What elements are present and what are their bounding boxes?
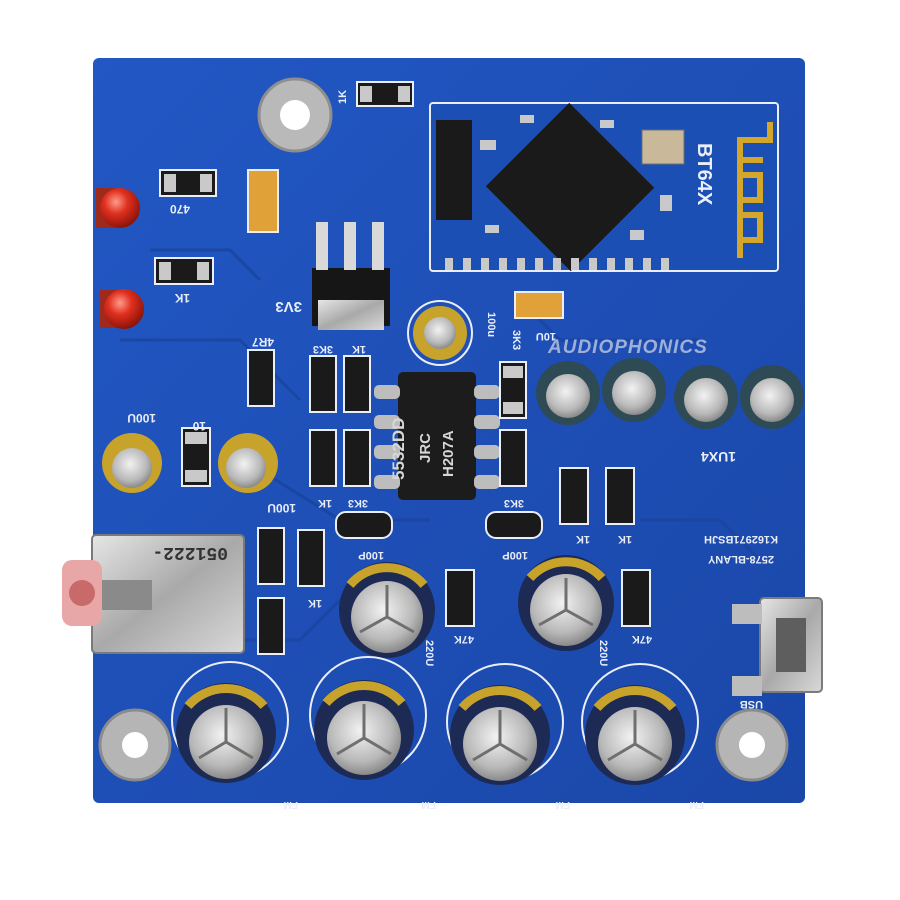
label-board-code-1: 2578-BLANY: [707, 553, 774, 565]
label-3k3-c: 3K3: [510, 330, 522, 350]
label-fm-1: FM: [284, 799, 298, 810]
brand-watermark: AUDIOPHONICS: [547, 337, 708, 358]
label-100p-a: 100P: [358, 549, 384, 561]
label-fm-3: FM: [556, 799, 570, 810]
module-label: BT64X: [693, 143, 715, 206]
voltage-regulator: [312, 222, 390, 330]
capacitor-fm-1: [171, 661, 289, 783]
wifi-antenna-trace: [737, 122, 773, 258]
label-3k3-e: 3K3: [504, 497, 524, 509]
opamp-text-2: JRC: [417, 433, 434, 463]
capacitor-green-1: [536, 361, 600, 425]
label-fm-2: FM: [422, 799, 436, 810]
capacitor-green-2: [602, 358, 666, 422]
tantalum-capacitor-left: [247, 169, 279, 233]
label-1k-d: 1K: [576, 533, 590, 545]
capacitor-100u-top: [407, 300, 473, 366]
bluetooth-module: [429, 102, 779, 272]
opamp-chip: [374, 372, 500, 500]
capacitor-fm-4: [581, 663, 699, 785]
label-1ux4: 1UX4: [701, 449, 736, 465]
label-10u: 10U: [536, 330, 556, 342]
label-100u-mid: 100U: [267, 501, 296, 515]
tantalum-capacitor-right: [514, 291, 564, 319]
capacitor-green-3: [674, 365, 738, 429]
capacitor-220u-left: [339, 562, 435, 658]
label-3k3-d: 3K3: [348, 497, 368, 509]
led-red-bottom: [100, 289, 144, 329]
mounting-hole-top: [257, 77, 333, 153]
label-47k-b: 47K: [632, 633, 652, 645]
capacitor-100u-left: [102, 433, 162, 493]
label-fm-4: FM: [690, 799, 704, 810]
capacitor-green-4: [740, 365, 804, 429]
label-1k-top: 1K: [337, 90, 349, 104]
label-47k-a: 47K: [454, 633, 474, 645]
label-10: 10: [192, 419, 206, 433]
label-1k-led: 1K: [174, 291, 190, 305]
label-usb: USB: [740, 698, 763, 710]
label-100p-b: 100P: [502, 549, 528, 561]
regulator-label: 3V3: [275, 298, 302, 315]
capacitor-100u-mid: [218, 433, 278, 493]
label-1k-f: 1K: [308, 597, 322, 609]
label-1k-b: 1K: [352, 343, 366, 355]
jack-code: 051222-: [152, 542, 228, 562]
opamp-text-3: H207A: [440, 430, 457, 477]
label-board-code-2: K162971BSJH: [704, 533, 778, 545]
label-100u-top: 100u: [485, 312, 497, 337]
label-100u-left: 100U: [127, 411, 156, 425]
mounting-hole-left: [98, 708, 172, 782]
label-1k-c: 1K: [318, 497, 332, 509]
capacitor-220u-right: [518, 555, 614, 651]
audio-jack: [62, 534, 245, 654]
capacitor-fm-2: [309, 656, 427, 780]
smd-pads: [159, 86, 523, 482]
label-1k-e: 1K: [618, 533, 632, 545]
label-470: 470: [170, 202, 190, 216]
mounting-hole-right: [715, 708, 789, 782]
opamp-text-1: 5532DD: [389, 418, 408, 480]
label-220u-b: 220U: [597, 640, 609, 666]
capacitor-fm-3: [446, 663, 564, 785]
led-red-top: [96, 188, 140, 228]
label-220u-a: 220U: [423, 640, 435, 666]
label-4r7: 4R7: [252, 335, 274, 349]
label-3k3-a: 3K3: [313, 343, 333, 355]
usb-port: [732, 597, 823, 696]
